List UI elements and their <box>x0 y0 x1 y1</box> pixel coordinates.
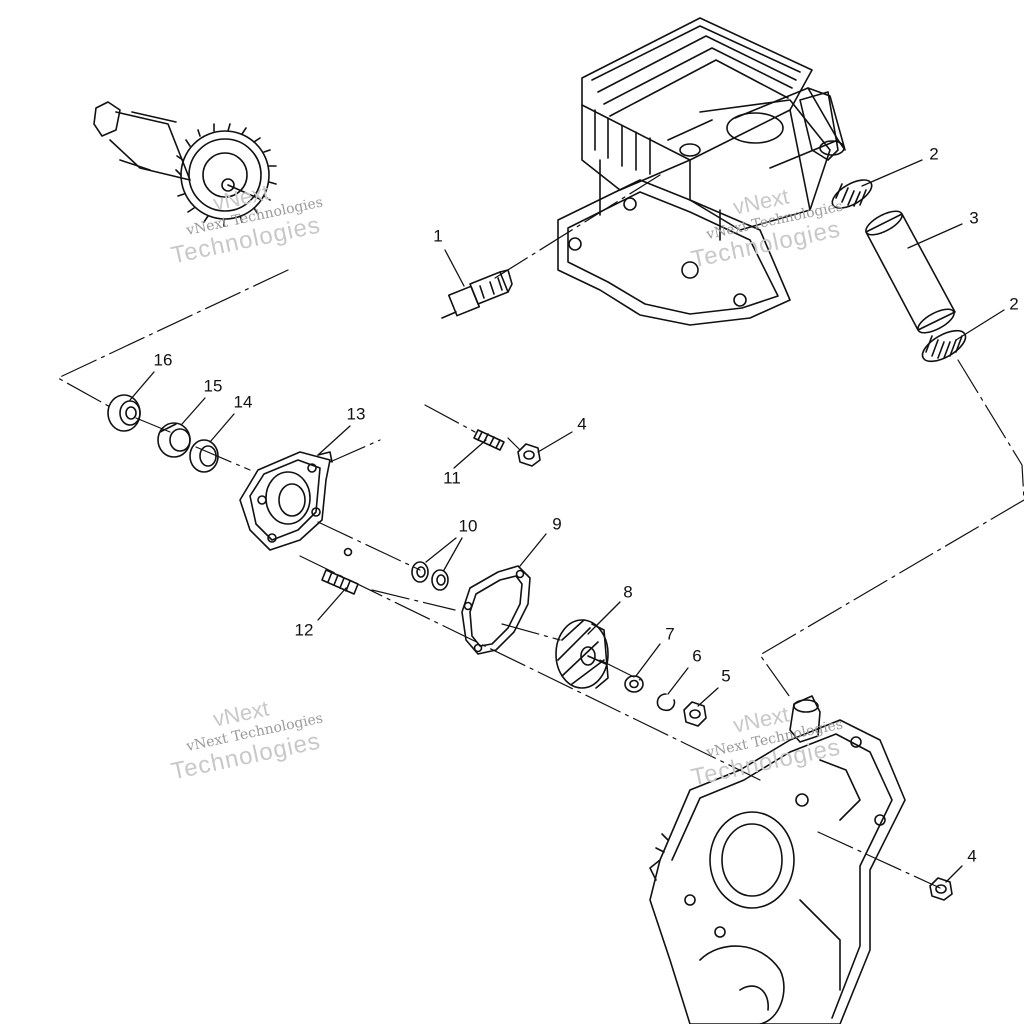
callout-6: 6 <box>692 646 702 666</box>
callout-2-upper: 2 <box>929 144 939 164</box>
callout-4-lower: 4 <box>967 846 977 866</box>
callout-5: 5 <box>721 666 731 686</box>
callout-3: 3 <box>969 208 979 228</box>
callout-8: 8 <box>623 582 633 602</box>
gear-shaft <box>94 102 276 226</box>
callout-12: 12 <box>294 620 314 640</box>
hose-clamp-lower <box>918 324 971 367</box>
coolant-hose <box>863 207 958 338</box>
temperature-sensor <box>442 270 512 318</box>
bearing-15 <box>158 423 190 457</box>
washer-10a <box>412 562 428 582</box>
nut-5 <box>684 702 706 726</box>
callout-13: 13 <box>346 404 366 424</box>
o-ring-small <box>345 549 352 556</box>
callout-7: 7 <box>665 624 675 644</box>
stud-12 <box>322 570 358 594</box>
callout-10: 10 <box>458 516 478 536</box>
pump-housing <box>240 452 332 550</box>
callout-leaders <box>130 160 1004 882</box>
washer-10b <box>432 570 448 590</box>
washer-7 <box>625 676 643 692</box>
callout-15: 15 <box>203 376 223 396</box>
callout-4-upper: 4 <box>577 414 587 434</box>
cylinder-head <box>558 18 845 325</box>
callout-11: 11 <box>443 468 461 488</box>
oil-seal-14 <box>190 440 218 472</box>
nut-4-upper <box>518 444 540 466</box>
bearing-16 <box>108 395 140 431</box>
callout-9: 9 <box>552 514 562 534</box>
impeller <box>556 620 608 688</box>
callout-16: 16 <box>153 350 173 370</box>
leader-lines <box>58 175 1024 888</box>
crankcase-cover <box>650 696 905 1024</box>
circlip-6 <box>657 694 674 710</box>
stud-11 <box>474 430 504 450</box>
hose-clamp-upper <box>828 174 876 213</box>
callout-1: 1 <box>433 226 443 246</box>
callout-2-lower: 2 <box>1009 294 1019 314</box>
callout-14: 14 <box>233 392 253 412</box>
pump-gasket <box>462 566 530 654</box>
nut-4-lower <box>930 878 952 900</box>
